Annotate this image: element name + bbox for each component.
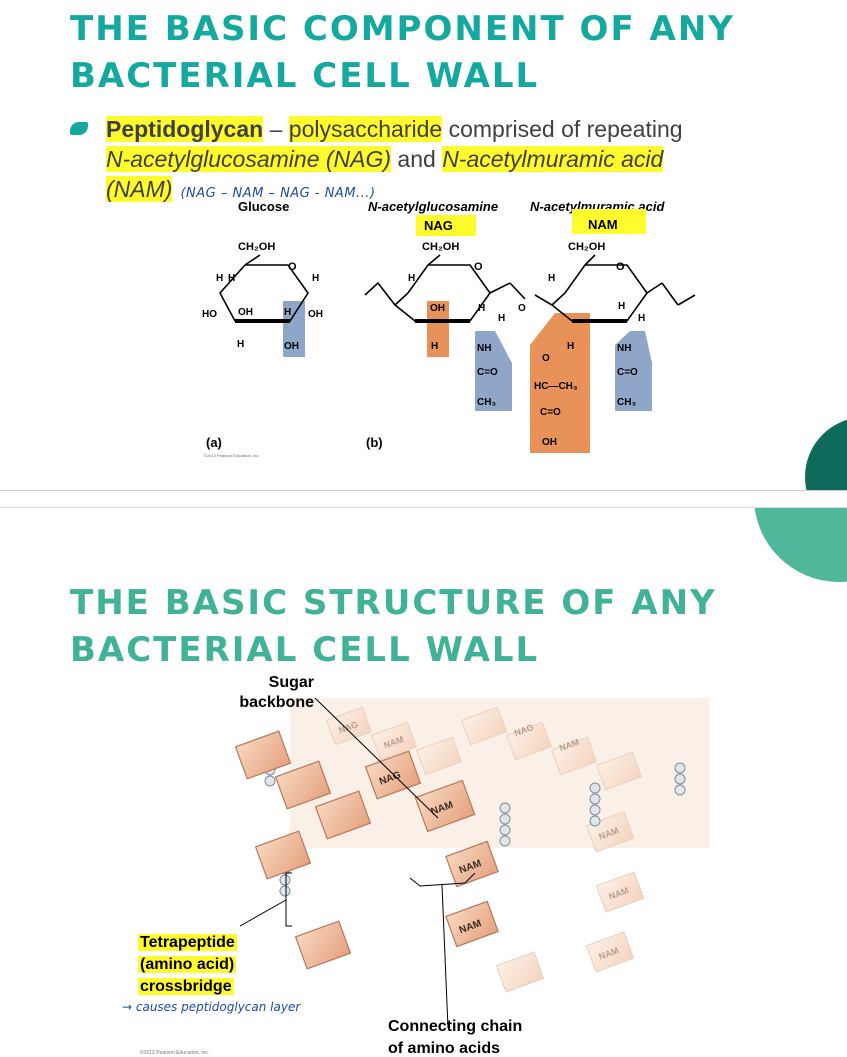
nam-h: H <box>618 301 625 312</box>
label-line: (amino acid) <box>138 956 236 973</box>
nag-co: C=O <box>477 367 498 378</box>
bullet-icon <box>70 122 88 135</box>
label-line: backbone <box>239 694 314 711</box>
glucose-h: H <box>312 273 319 284</box>
tetrapeptide-label: Tetrapeptide (amino acid) crossbridge <box>138 932 237 998</box>
figure-credit: ©2013 Pearson Education, Inc. <box>140 1050 209 1056</box>
nam-o: O <box>542 353 550 364</box>
nam-ring-o: O <box>616 261 625 273</box>
glucose-oh: OH <box>308 309 323 320</box>
nam-h: H <box>567 341 574 352</box>
label-line: Connecting chain <box>388 1018 522 1035</box>
glucose-h: H <box>284 307 291 318</box>
nag-h: H <box>408 273 415 284</box>
handwritten-note: → causes peptidoglycan layer <box>122 1000 300 1014</box>
nam-ring <box>535 255 695 321</box>
slide-1-title: THE BASIC COMPONENT OF ANY BACTERIAL CEL… <box>70 6 735 100</box>
lattice-back-rows: NAG NAM NAG NAM NAM NAM NAM <box>290 698 710 992</box>
nag-h: H <box>478 303 485 314</box>
label-line: Sugar <box>269 674 314 691</box>
slide-divider <box>0 490 847 508</box>
sugar-backbone-label: Sugar backbone <box>226 673 314 713</box>
nam-ch3: CH₃ <box>617 397 636 408</box>
nam-oh: OH <box>542 437 557 448</box>
glycosidic-o: O <box>518 303 526 314</box>
title-line: THE BASIC STRUCTURE OF ANY <box>70 580 717 627</box>
glucose-oh: OH <box>238 307 253 318</box>
term-nam: N-acetylmuramic acid <box>442 146 663 172</box>
term-peptidoglycan: Peptidoglycan <box>106 116 263 142</box>
nag-tag: NAG <box>424 218 453 233</box>
term-nam-abbr: (NAM) <box>106 176 172 202</box>
nam-tag: NAM <box>588 217 618 232</box>
term-polysaccharide: polysaccharide <box>289 116 442 142</box>
nag-h: H <box>431 341 438 352</box>
definition-text: comprised of repeating <box>442 116 682 142</box>
sugar-structures-figure: Glucose N-acetylglucosamine N-acetylmura… <box>190 195 710 465</box>
glucose-heading: Glucose <box>238 199 289 214</box>
nam-hc-ch3: HC—CH₃ <box>534 381 578 392</box>
nag-ring-o: O <box>474 261 483 273</box>
nam-co: C=O <box>617 367 638 378</box>
nag-heading: N-acetylglucosamine <box>368 199 498 214</box>
label-line: Tetrapeptide <box>138 934 237 951</box>
figure-credit: ©2013 Pearson Education, Inc. <box>204 453 259 458</box>
title-line: BACTERIAL CELL WALL <box>70 53 735 100</box>
glucose-h: H <box>216 273 223 284</box>
connecting-chain-label: Connecting chain of amino acids <box>388 1016 522 1057</box>
dash: – <box>263 116 289 142</box>
nag-ch2oh: CH₂OH <box>422 241 459 253</box>
glucose-h: H <box>228 273 235 284</box>
glucose-h: H <box>237 339 244 350</box>
panel-label-a: (a) <box>206 435 222 450</box>
panel-label-b: (b) <box>366 435 383 450</box>
nam-nh: NH <box>617 343 631 354</box>
slide-1: THE BASIC COMPONENT OF ANY BACTERIAL CEL… <box>0 0 847 490</box>
decorative-circle <box>805 417 847 490</box>
label-line: of amino acids <box>388 1040 500 1057</box>
glucose-ch2oh: CH₂OH <box>238 241 275 253</box>
glucose-ho: HO <box>202 309 217 320</box>
nam-h: H <box>638 313 645 324</box>
nag-ch3: CH₃ <box>477 397 496 408</box>
nam-co: C=O <box>540 407 561 418</box>
nam-ch2oh: CH₂OH <box>568 241 605 253</box>
term-nag: N-acetylglucosamine (NAG) <box>106 146 391 172</box>
nag-h: H <box>498 313 505 324</box>
nag-nh: NH <box>477 343 491 354</box>
nag-oh: OH <box>430 303 445 314</box>
slide-2: THE BASIC STRUCTURE OF ANY BACTERIAL CEL… <box>0 508 847 1057</box>
nam-h: H <box>548 273 555 284</box>
decorative-circle <box>754 508 847 582</box>
glucose-oh: OH <box>284 341 299 352</box>
title-line: THE BASIC COMPONENT OF ANY <box>70 6 735 53</box>
glucose-ring-o: O <box>288 261 297 273</box>
label-line: crossbridge <box>138 978 234 995</box>
conjunction: and <box>391 146 442 172</box>
